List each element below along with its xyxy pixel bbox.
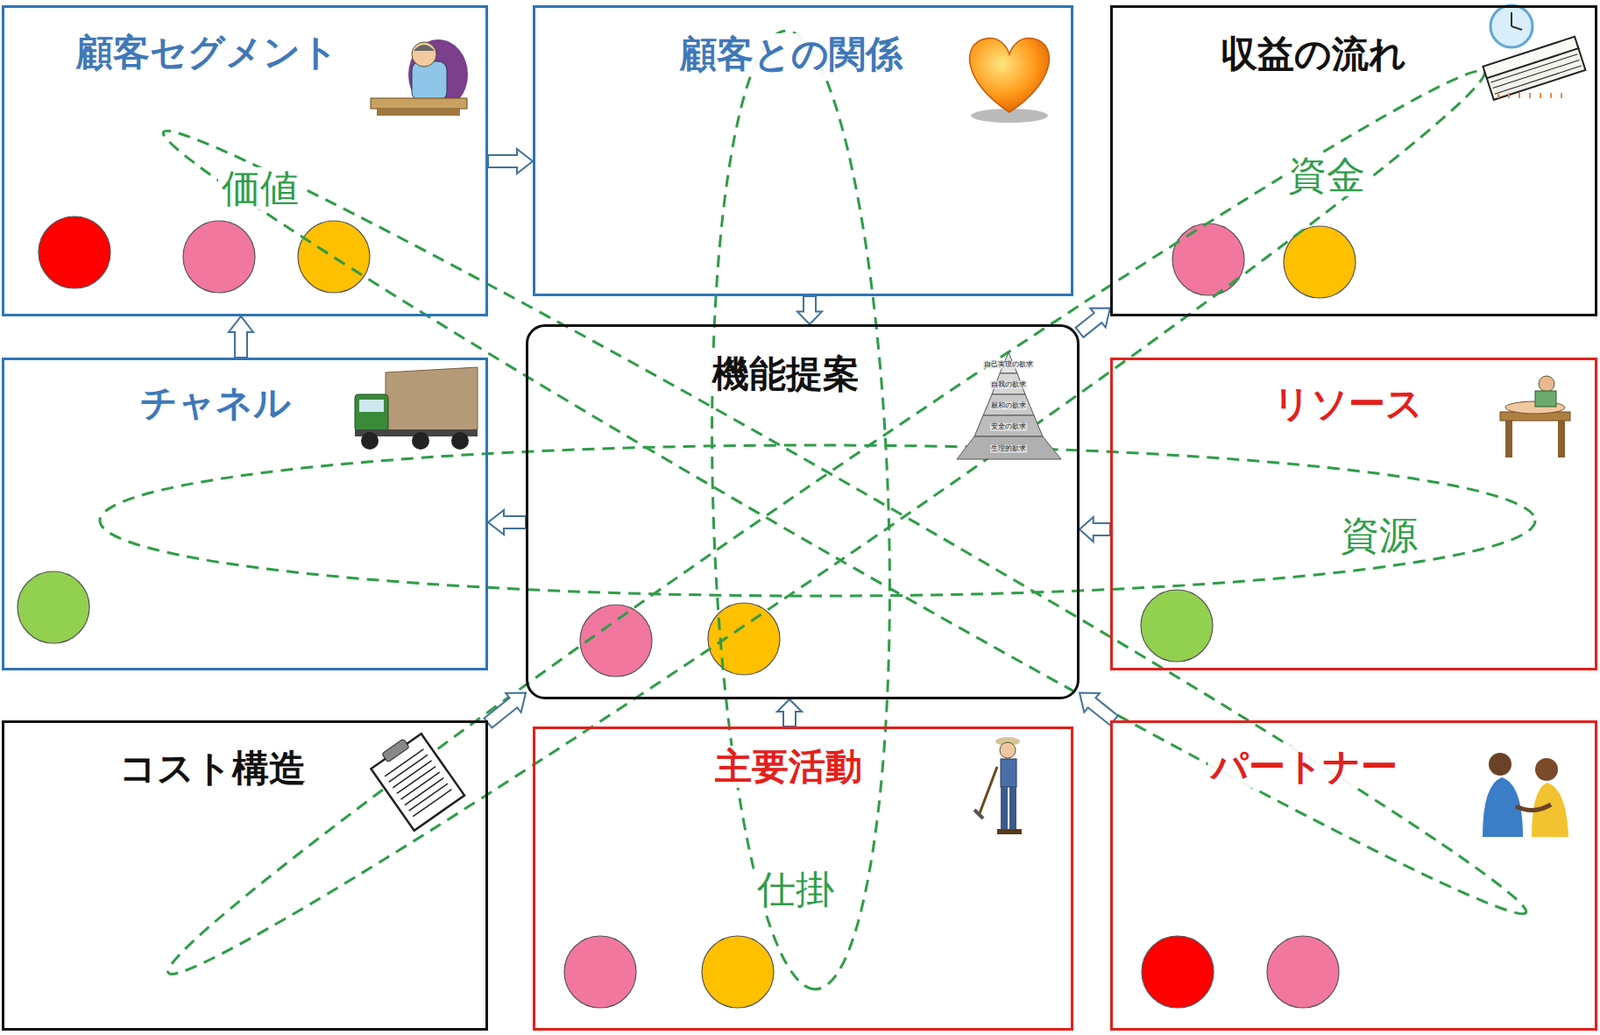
canvas-block: 顧客との関係 [532, 5, 1074, 297]
canvas-block: コスト構造 [1, 720, 489, 1031]
orbit-label: 仕掛 [753, 868, 838, 911]
pyramid-label: 自我の欲求 [990, 381, 1027, 390]
block-heading: チャネル [137, 382, 294, 425]
block-heading: パートナー [1208, 745, 1401, 788]
block-heading: 機能提案 [709, 353, 863, 396]
canvas-block: チャネル [1, 357, 489, 671]
truck-icon [354, 367, 478, 450]
clipboard-icon [367, 728, 465, 830]
pyramid-icon [956, 352, 1062, 460]
resource-icon [1500, 375, 1571, 458]
pyramid-label: 安全の欲求 [990, 423, 1027, 432]
orbit-label: 価値 [218, 167, 303, 210]
orbits [99, 28, 1544, 1006]
block-arrow [1079, 516, 1111, 542]
block-arrow [1076, 307, 1111, 337]
money-icon [1482, 5, 1586, 100]
pyramid-label: 自己実現の欲求 [983, 361, 1034, 369]
block-arrow [228, 316, 254, 358]
block-arrow [484, 693, 526, 729]
block-heading: コスト構造 [116, 747, 309, 790]
block-arrow [488, 148, 533, 174]
block-heading: 顧客との関係 [677, 33, 906, 76]
block-heading: 顧客セグメント [73, 31, 341, 74]
block-arrow [797, 296, 822, 325]
orbit-label: 資源 [1337, 514, 1422, 557]
block-arrow [777, 699, 802, 727]
canvas-block: 顧客セグメント [1, 5, 489, 317]
partner-icon [1482, 752, 1569, 837]
customer-icon [370, 39, 468, 116]
block-heading: 収益の流れ [1217, 33, 1409, 76]
orbit-label: 資金 [1284, 154, 1369, 197]
block-arrow [488, 509, 526, 535]
canvas-block: パートナー [1110, 720, 1598, 1031]
pyramid-label: 親和の欲求 [990, 402, 1027, 411]
pyramid-label: 生理的欲求 [990, 445, 1027, 454]
block-heading: 主要活動 [712, 745, 865, 788]
block-heading: リソース [1270, 382, 1426, 425]
farmer-icon [974, 736, 1022, 835]
dots [17, 216, 1356, 1008]
heart-icon [969, 38, 1050, 123]
